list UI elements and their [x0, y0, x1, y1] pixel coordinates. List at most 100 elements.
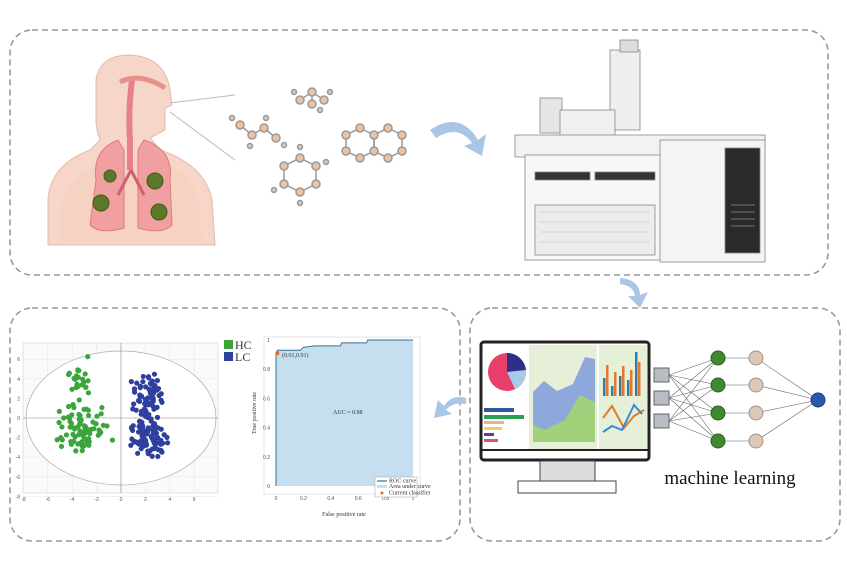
hc-point: [109, 437, 115, 443]
legend-label-hc: HC: [235, 338, 252, 352]
hc-point: [75, 367, 81, 373]
roc-legend: ROC curve Area under curve Current class…: [374, 476, 431, 498]
roc-y-tick-label: 0.8: [263, 367, 270, 373]
x-tick-label: -8: [21, 497, 26, 503]
hc-point: [98, 411, 104, 417]
tumor-icon: [146, 172, 164, 190]
hc-point: [73, 384, 79, 391]
lc-point: [150, 403, 156, 409]
lc-point: [159, 449, 165, 455]
hidden-node: [710, 405, 726, 421]
hc-point: [85, 390, 92, 396]
hidden-node: [748, 377, 764, 393]
hc-point: [76, 397, 82, 403]
hc-point: [67, 424, 73, 430]
roc-y-tick-label: 0.6: [263, 396, 270, 402]
roc-y-tick-label: 0.2: [263, 455, 270, 461]
lc-point: [139, 432, 145, 438]
x-tick-label: 4: [168, 497, 171, 503]
roc-x-tick-label: 0.6: [355, 496, 362, 502]
ml-panel: [469, 307, 841, 542]
roc-y-tick-label: 1: [267, 338, 270, 344]
hc-point: [83, 406, 90, 412]
y-tick-label: 0: [17, 416, 20, 422]
y-tick-label: 2: [17, 396, 20, 402]
hidden-node: [710, 377, 726, 393]
roc-x-tick-label: 0.4: [327, 496, 334, 502]
input-node: [653, 367, 670, 383]
tumor-icon: [92, 194, 110, 212]
current-classifier-point: [275, 351, 280, 356]
lc-point: [151, 371, 158, 377]
bar-chart-icon: [603, 352, 641, 396]
hc-point: [73, 448, 79, 454]
hc-point: [56, 419, 62, 426]
molecule-icon: [270, 143, 330, 207]
lc-point: [155, 446, 161, 453]
computer-monitor-illustration: [479, 340, 651, 494]
lc-point: [138, 394, 144, 400]
lc-point: [131, 386, 138, 392]
lc-point: [147, 388, 153, 394]
neural-network-diagram: [653, 350, 826, 449]
lc-point: [138, 446, 144, 452]
lc-point: [131, 401, 137, 407]
hidden-node: [748, 350, 764, 366]
hc-point: [66, 370, 72, 376]
y-tick-label: -4: [16, 455, 21, 461]
y-axis-label: True positive rate: [252, 392, 258, 434]
roc-y-tick-label: 0.4: [263, 426, 270, 432]
hc-point: [87, 430, 93, 437]
hc-point: [70, 431, 76, 437]
hc-point: [75, 424, 81, 430]
lc-point: [145, 448, 151, 454]
x-axis-label: False positive rate: [322, 512, 366, 518]
molecule-icon: [290, 87, 334, 114]
lc-point: [135, 429, 142, 435]
auc-label: AUC = 0.98: [333, 410, 363, 416]
hc-point: [86, 412, 92, 419]
hc-point: [69, 386, 75, 392]
lc-point: [149, 453, 155, 459]
arrow-icon: [430, 122, 486, 156]
arrow-icon: [620, 278, 648, 308]
lc-point: [140, 379, 146, 385]
hc-point: [94, 413, 100, 419]
hc-point: [59, 424, 65, 430]
lc-point: [154, 377, 160, 384]
lc-point: [161, 432, 167, 438]
legend-label-lc: LC: [235, 350, 250, 364]
lc-point: [135, 450, 141, 456]
y-tick-label: -2: [16, 436, 21, 442]
hc-point: [82, 371, 88, 377]
y-tick-label: -8: [16, 494, 21, 500]
hc-point: [71, 404, 77, 411]
lc-point: [135, 398, 142, 404]
bar-list-icon: [484, 408, 524, 442]
hc-point: [99, 404, 105, 411]
arrow-icon: [434, 397, 466, 418]
hc-point: [79, 448, 85, 454]
lc-point: [143, 441, 149, 447]
hc-point: [56, 408, 62, 414]
molecule-icon: [341, 123, 407, 163]
lc-point: [138, 411, 144, 417]
lc-point: [146, 426, 152, 432]
tumor-icon: [150, 203, 168, 221]
legend-auc: Area under curve: [389, 484, 431, 490]
lc-point: [158, 426, 164, 432]
lc-point: [128, 379, 134, 385]
hc-point: [76, 440, 83, 447]
output-node: [810, 392, 826, 408]
x-tick-label: 0: [120, 497, 123, 503]
roc-x-tick-label: 0.2: [300, 496, 307, 502]
hc-point: [81, 379, 87, 385]
lc-point: [129, 436, 135, 442]
lc-point: [134, 380, 140, 386]
lc-point: [140, 423, 146, 429]
y-tick-label: 4: [17, 377, 20, 383]
hc-point: [85, 354, 91, 360]
y-tick-label: -6: [16, 475, 21, 481]
input-node: [653, 390, 670, 406]
